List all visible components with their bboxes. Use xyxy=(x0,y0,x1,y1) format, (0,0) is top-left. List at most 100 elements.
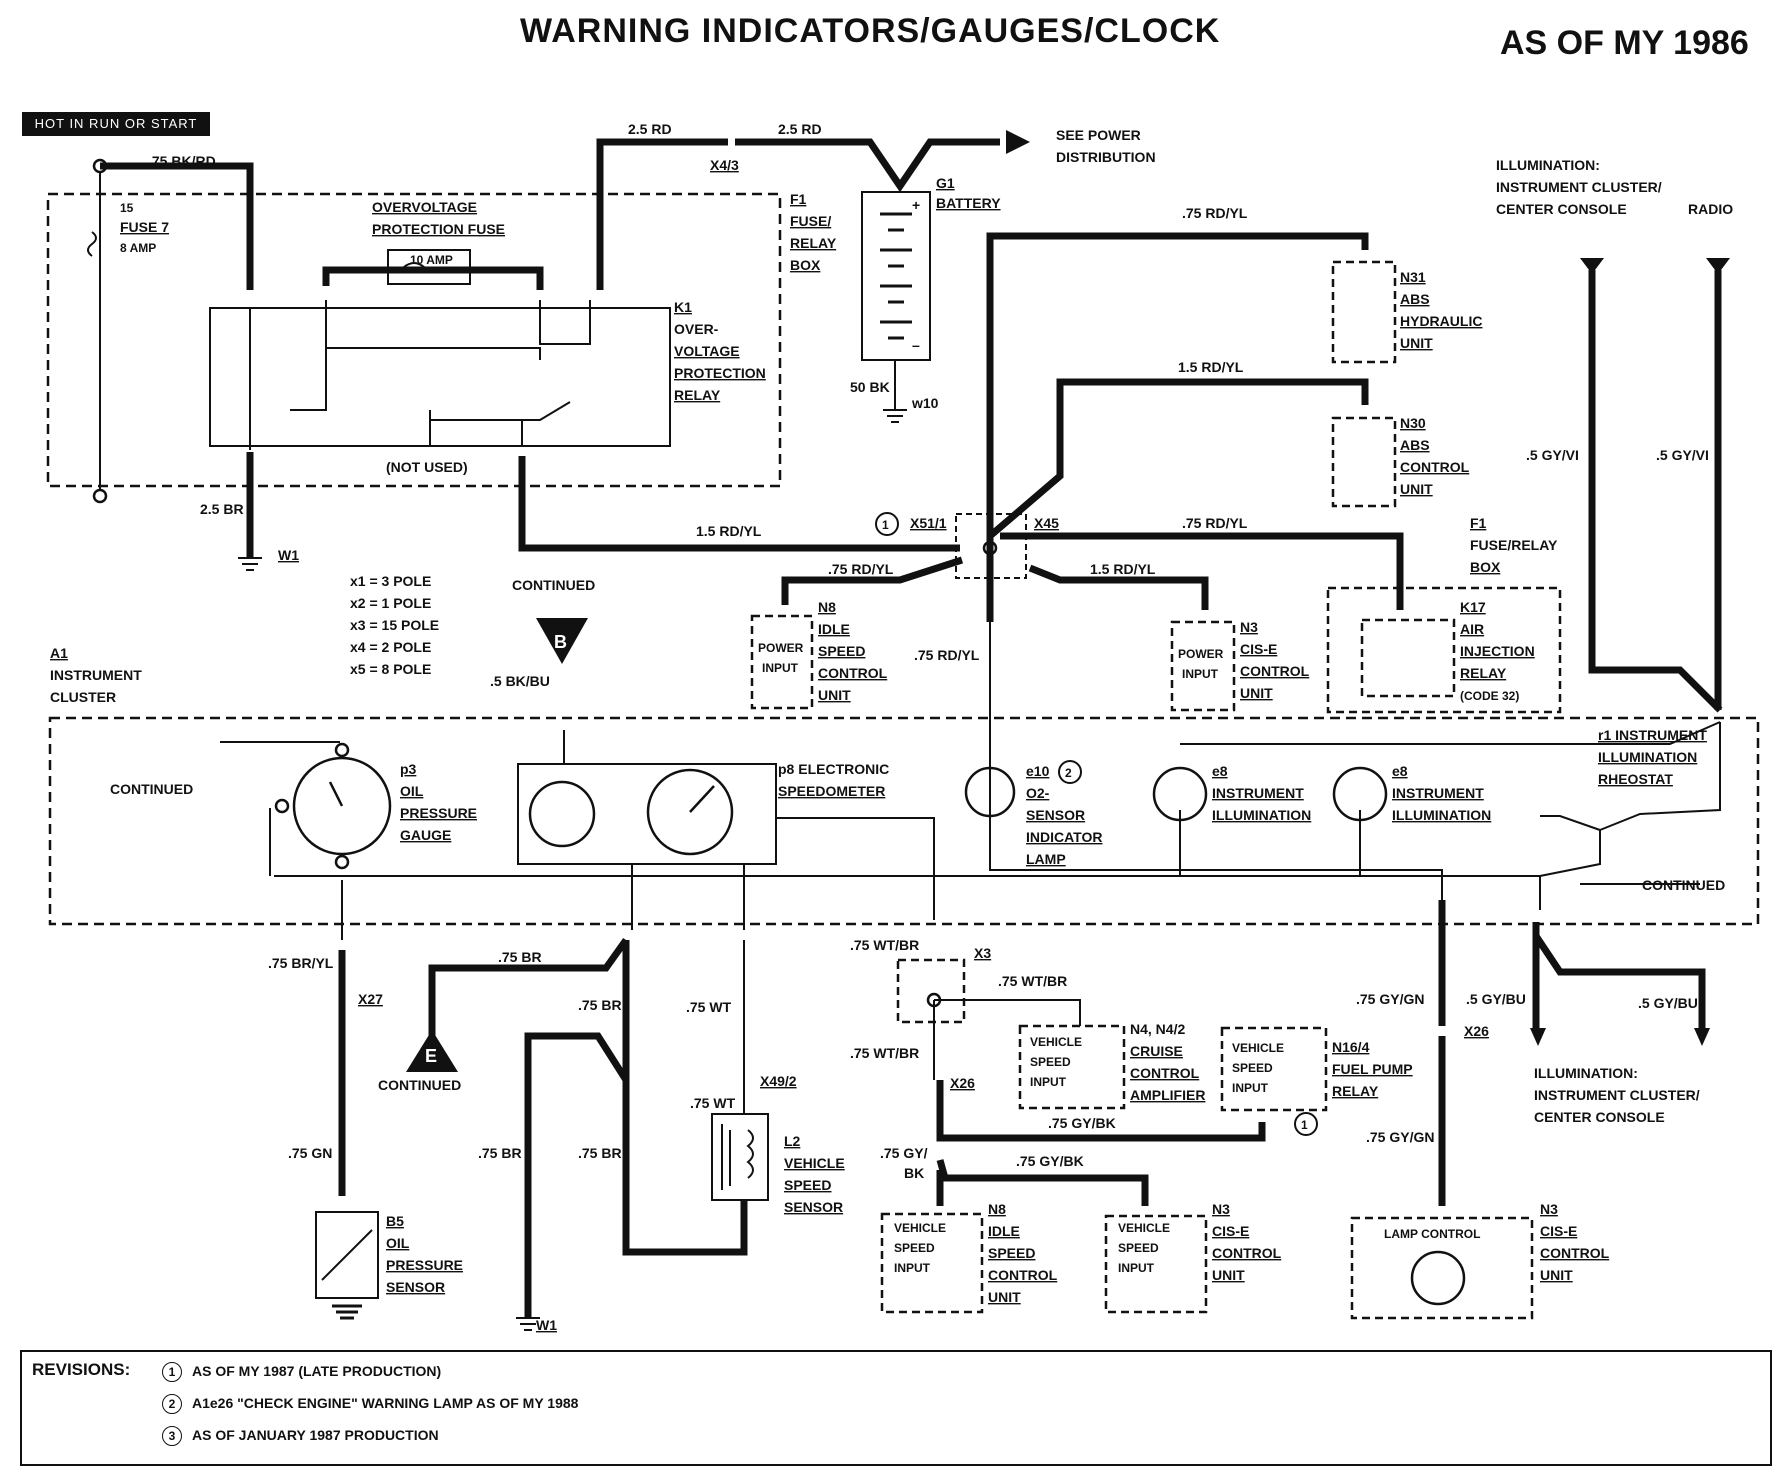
n31-label-1: ABS xyxy=(1400,291,1430,307)
illum-bot-0: ILLUMINATION: xyxy=(1534,1065,1638,1081)
n3-bot-box xyxy=(1104,1214,1208,1314)
label-gygn1: .75 GY/GN xyxy=(1356,991,1424,1007)
label-gybk3: .75 GY/BK xyxy=(1016,1153,1084,1169)
n8-top-4: UNIT xyxy=(818,687,851,703)
n4-vsi-2: INPUT xyxy=(1030,1075,1067,1089)
illum-bot-1: INSTRUMENT CLUSTER/ xyxy=(1534,1087,1700,1103)
ground-icon-b5 xyxy=(332,1304,362,1320)
e5-label-1: INSTRUMENT xyxy=(1392,785,1484,801)
ovfuse-label-1: OVERVOLTAGE xyxy=(372,199,477,215)
label-bk50: 50 BK xyxy=(850,379,890,395)
p3-label-0: p3 xyxy=(400,761,417,777)
label-w10: w10 xyxy=(911,395,939,411)
n3-top-1: CIS-E xyxy=(1240,641,1277,657)
a1-label-1: INSTRUMENT xyxy=(50,667,142,683)
label-wtbr3: .75 WT/BR xyxy=(850,1045,919,1061)
label-x51: X51/1 xyxy=(910,515,947,531)
illum-top-0: ILLUMINATION: xyxy=(1496,157,1600,173)
n8-bot-box xyxy=(880,1212,984,1314)
e10-label-1: O2- xyxy=(1026,785,1050,801)
pole-1: x2 = 1 POLE xyxy=(350,595,431,611)
n30-label-3: UNIT xyxy=(1400,481,1433,497)
label-wt1: .75 WT xyxy=(686,999,732,1015)
thin-wires xyxy=(99,172,1721,1114)
illum-arrow-4 xyxy=(1694,1028,1710,1046)
lamp-control-label: LAMP CONTROL xyxy=(1384,1227,1480,1241)
n3-bot-3: UNIT xyxy=(1212,1267,1245,1283)
p3-label-3: GAUGE xyxy=(400,827,451,843)
n8-top-box xyxy=(750,614,814,710)
continued-left: CONTINUED xyxy=(110,781,193,797)
e10-label-2: SENSOR xyxy=(1026,807,1085,823)
e5-label-0: e8 xyxy=(1392,763,1408,779)
power-arrow xyxy=(1006,130,1030,154)
n3-lamp-0: N3 xyxy=(1540,1201,1558,1217)
k17-box xyxy=(1360,618,1456,698)
r1-label-1: ILLUMINATION xyxy=(1598,749,1697,765)
fuse7-icon xyxy=(87,231,97,257)
b5-label-2: PRESSURE xyxy=(386,1257,463,1273)
n3-vsi-1: SPEED xyxy=(1118,1241,1159,1255)
p8-label-0: p8 ELECTRONIC xyxy=(778,761,889,777)
n3-bot-2: CONTROL xyxy=(1212,1245,1282,1261)
illum-arrow-1 xyxy=(1580,258,1604,274)
l2-coil-icon xyxy=(721,1124,731,1190)
n8-bot-0: N8 xyxy=(988,1201,1006,1217)
revisions-label: REVISIONS: xyxy=(32,1360,131,1379)
n3-power-input-1: INPUT xyxy=(1182,667,1219,681)
r1-label-2: RHEOSTAT xyxy=(1598,771,1673,787)
k1-not-used: (NOT USED) xyxy=(386,459,468,475)
label-br2: .75 BR xyxy=(578,997,622,1013)
label-br3: .75 BR xyxy=(478,1145,522,1161)
n4-label-2: CONTROL xyxy=(1130,1065,1200,1081)
l2-label-3: SENSOR xyxy=(784,1199,843,1215)
n4-label-0: N4, N4/2 xyxy=(1130,1021,1185,1037)
n8-vsi-0: VEHICLE xyxy=(894,1221,946,1235)
n3-lamp-1: CIS-E xyxy=(1540,1223,1577,1239)
connector-e-letter: E xyxy=(425,1046,437,1066)
f1-right-box xyxy=(1326,586,1562,714)
n16-label-2: RELAY xyxy=(1332,1083,1379,1099)
b5-sensor-box xyxy=(315,1211,379,1299)
n3-vsi-2: INPUT xyxy=(1118,1261,1155,1275)
n31-box xyxy=(1331,260,1397,364)
k17-label-0: K17 xyxy=(1460,599,1486,615)
n8-vsi-1: SPEED xyxy=(894,1241,935,1255)
k17-label-4: (CODE 32) xyxy=(1460,689,1519,703)
n30-label-1: ABS xyxy=(1400,437,1430,453)
n8-bot-2: SPEED xyxy=(988,1245,1035,1261)
schematic-svg: + – xyxy=(46,121,1760,1333)
label-wt2: .75 WT xyxy=(690,1095,736,1111)
k1-label-0: K1 xyxy=(674,299,692,315)
n8-bot-3: CONTROL xyxy=(988,1267,1058,1283)
n3-lamp-3: UNIT xyxy=(1540,1267,1573,1283)
k17-label-1: AIR xyxy=(1460,621,1484,637)
n8-bot-4: UNIT xyxy=(988,1289,1021,1305)
label-wtbr2: .75 WT/BR xyxy=(998,973,1067,989)
label-gygn2: .75 GY/GN xyxy=(1366,1129,1434,1145)
instrument-cluster-outline xyxy=(48,716,1760,926)
connector-b-icon xyxy=(536,618,588,664)
n3-top-2: CONTROL xyxy=(1240,663,1310,679)
revision-num-1: 1 xyxy=(162,1362,182,1382)
label-rdyl15-left: 1.5 RD/YL xyxy=(696,523,762,539)
speedometer-dial-icon xyxy=(646,768,734,856)
e10-label-4: LAMP xyxy=(1026,851,1066,867)
battery-plus: + xyxy=(912,197,920,213)
label-gybk2b: BK xyxy=(904,1165,924,1181)
label-bryl: .75 BR/YL xyxy=(268,955,334,971)
n31-label-2: HYDRAULIC xyxy=(1400,313,1482,329)
continued-e: CONTINUED xyxy=(378,1077,461,1093)
label-gybu2: .5 GY/BU xyxy=(1638,995,1698,1011)
k1-label-4: RELAY xyxy=(674,387,721,403)
fuse7-pin: 15 xyxy=(120,201,134,215)
illum-arrow-2 xyxy=(1706,258,1730,274)
label-rdyl75-n8: .75 RD/YL xyxy=(828,561,894,577)
r1-label-0: r1 INSTRUMENT xyxy=(1598,727,1707,743)
n3-power-input-0: POWER xyxy=(1178,647,1224,661)
battery-box xyxy=(861,191,931,361)
l2-label-0: L2 xyxy=(784,1133,801,1149)
k17-label-2: INJECTION xyxy=(1460,643,1535,659)
n8-top-1: IDLE xyxy=(818,621,850,637)
